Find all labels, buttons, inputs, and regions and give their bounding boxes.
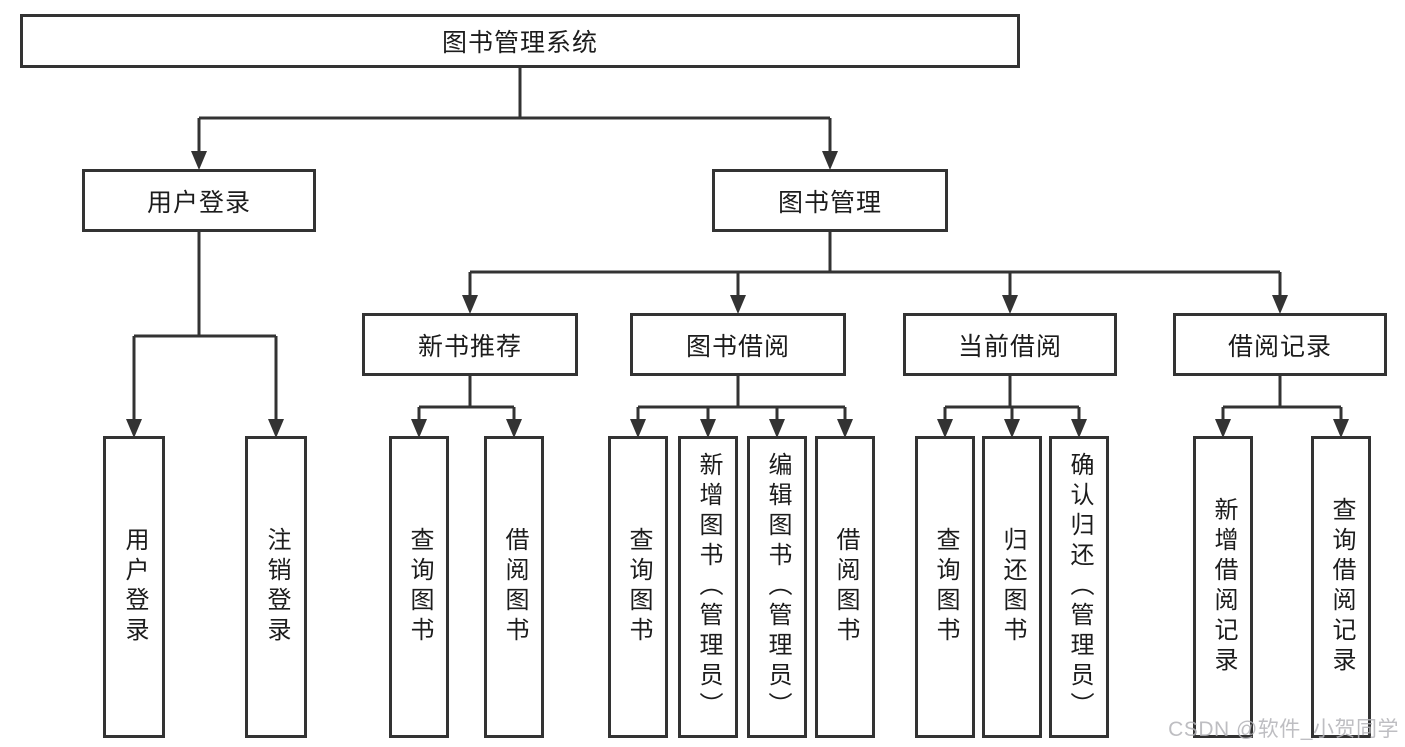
node-book-management-label: 图书管理 xyxy=(777,188,882,217)
leaf-add-borrow-record: 新增借阅记录 xyxy=(1193,436,1253,738)
leaf-return-books: 归还图书 xyxy=(982,436,1042,738)
leaf-confirm-return-admin-label: 确认归还（管理员） xyxy=(1066,452,1093,722)
node-book-borrowing: 图书借阅 xyxy=(630,313,846,376)
leaf-edit-books-admin-label: 编辑图书（管理员） xyxy=(764,452,791,722)
leaf-query-books-current-label: 查询图书 xyxy=(932,527,959,647)
node-root: 图书管理系统 xyxy=(20,14,1020,68)
node-book-management: 图书管理 xyxy=(712,169,948,232)
node-new-book-recommend-label: 新书推荐 xyxy=(417,332,522,361)
node-current-borrowing-label: 当前借阅 xyxy=(957,332,1062,361)
connector-path xyxy=(132,67,1343,421)
leaf-query-books-recommend-label: 查询图书 xyxy=(406,527,433,647)
leaf-query-borrow-record-label: 查询借阅记录 xyxy=(1328,497,1355,677)
leaf-borrow-books: 借阅图书 xyxy=(815,436,875,738)
leaf-return-books-label: 归还图书 xyxy=(999,527,1026,647)
leaf-logout: 注销登录 xyxy=(245,436,307,738)
node-book-borrowing-label: 图书借阅 xyxy=(685,332,790,361)
leaf-borrow-books-recommend-label: 借阅图书 xyxy=(501,527,528,647)
leaf-logout-label: 注销登录 xyxy=(263,527,290,647)
leaf-query-books-borrowing: 查询图书 xyxy=(608,436,668,738)
leaf-query-books-borrowing-label: 查询图书 xyxy=(625,527,652,647)
node-user-login: 用户登录 xyxy=(82,169,316,232)
leaf-query-borrow-record: 查询借阅记录 xyxy=(1311,436,1371,738)
leaf-query-books-recommend: 查询图书 xyxy=(389,436,449,738)
node-borrow-records: 借阅记录 xyxy=(1173,313,1387,376)
node-new-book-recommend: 新书推荐 xyxy=(362,313,578,376)
csdn-watermark: CSDN @软件_小贺同学 xyxy=(1168,718,1399,741)
leaf-query-books-current: 查询图书 xyxy=(915,436,975,738)
leaf-user-login: 用户登录 xyxy=(103,436,165,738)
leaf-user-login-label: 用户登录 xyxy=(121,527,148,647)
leaf-confirm-return-admin: 确认归还（管理员） xyxy=(1049,436,1109,738)
node-root-label: 图书管理系统 xyxy=(441,29,598,57)
leaf-add-borrow-record-label: 新增借阅记录 xyxy=(1210,497,1237,677)
leaf-add-books-admin: 新增图书（管理员） xyxy=(678,436,738,738)
leaf-borrow-books-recommend: 借阅图书 xyxy=(484,436,544,738)
leaf-edit-books-admin: 编辑图书（管理员） xyxy=(747,436,807,738)
node-user-login-label: 用户登录 xyxy=(146,188,251,217)
leaf-add-books-admin-label: 新增图书（管理员） xyxy=(695,452,722,722)
node-borrow-records-label: 借阅记录 xyxy=(1227,332,1332,361)
leaf-borrow-books-label: 借阅图书 xyxy=(832,527,859,647)
node-current-borrowing: 当前借阅 xyxy=(903,313,1117,376)
